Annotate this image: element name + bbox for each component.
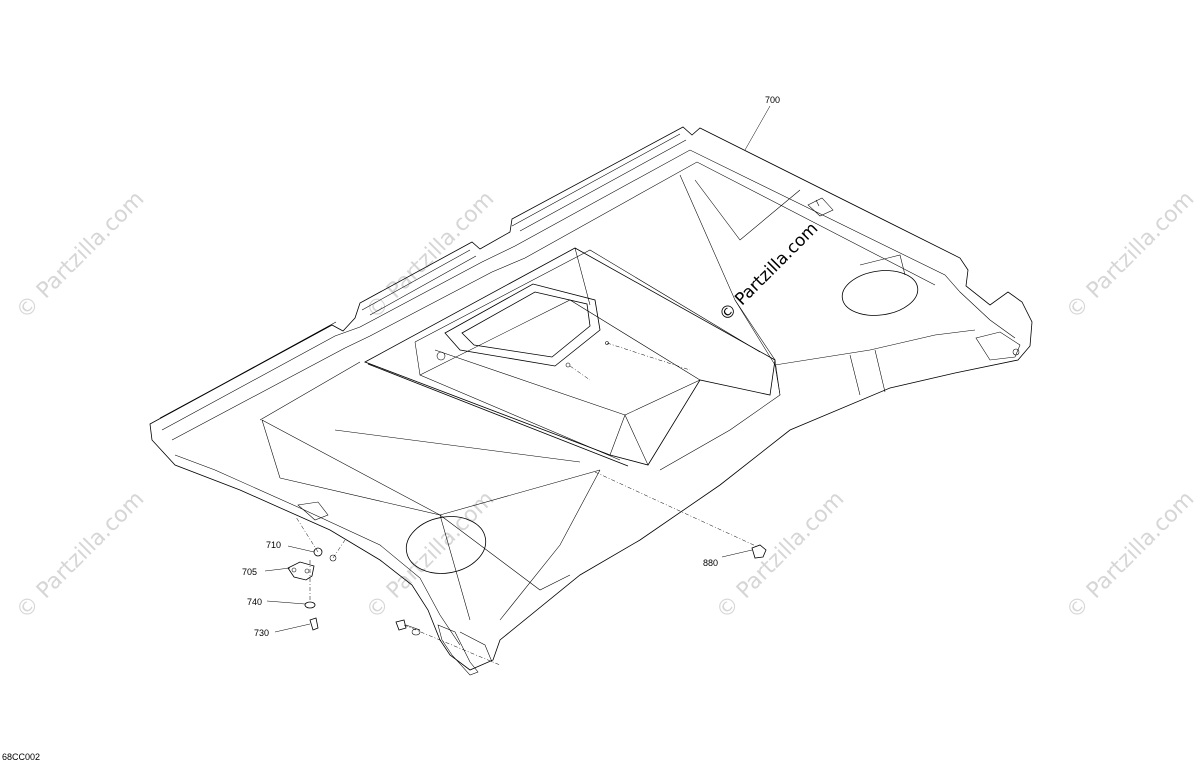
- watermark-faint: © Partzilla.com: [362, 487, 500, 625]
- partzilla-watermark: © Partzilla.com: [715, 219, 822, 326]
- callout-740: 740: [247, 597, 262, 607]
- callout-730: 730: [254, 628, 269, 638]
- screw-730: [309, 617, 319, 631]
- callout-710: 710: [266, 540, 281, 550]
- watermark-faint: © Partzilla.com: [712, 487, 850, 625]
- background-watermarks: © Partzilla.com © Partzilla.com © Partzi…: [12, 187, 1200, 625]
- watermark-faint: © Partzilla.com: [1062, 487, 1200, 625]
- roof-panel: [149, 126, 1033, 676]
- watermark-faint: © Partzilla.com: [1062, 187, 1200, 325]
- nut-880: [751, 544, 767, 559]
- hardware-parts: [287, 199, 820, 636]
- callout-700: 700: [765, 95, 780, 105]
- washer-740: [304, 601, 316, 609]
- watermark-faint: © Partzilla.com: [362, 187, 500, 325]
- bracket-705: [287, 561, 315, 581]
- drawing-code: 68CC002: [2, 752, 41, 762]
- watermark-faint: © Partzilla.com: [12, 487, 150, 625]
- watermark-faint: © Partzilla.com: [12, 187, 150, 325]
- callouts: 700 710 705 740 730 880: [242, 95, 780, 638]
- callout-705: 705: [242, 567, 257, 577]
- callout-880: 880: [703, 558, 718, 568]
- leader-lines: [264, 105, 771, 666]
